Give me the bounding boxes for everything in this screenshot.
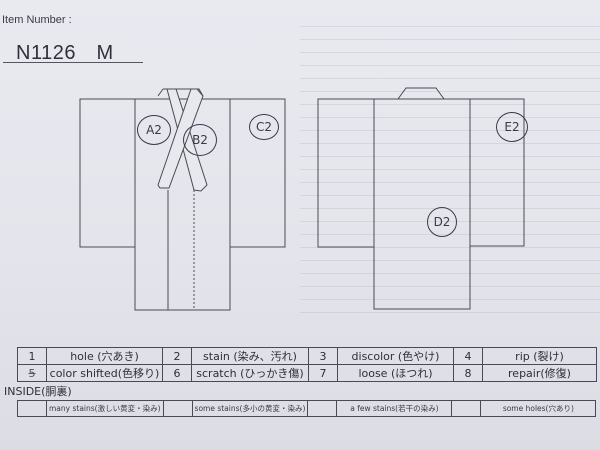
item-number-underline [3, 62, 143, 63]
item-number-value: N1126 M [16, 42, 114, 64]
inside-options-table: many stains(激しい黄変・染み) some stains(多小の黄変・… [17, 400, 597, 417]
defect-num: 1 [17, 347, 47, 365]
inside-checkbox[interactable] [451, 400, 482, 417]
show-through-background [300, 25, 600, 325]
table-row: 1 hole (穴あき) 2 stain (染み、汚れ) 3 discolor … [17, 347, 597, 365]
defect-label: color shifted(色移り) [46, 364, 163, 382]
defect-num: 2 [162, 347, 192, 365]
annotation-b2: B2 [183, 124, 217, 156]
defect-label: repair(修復) [482, 364, 597, 382]
inside-checkbox[interactable] [162, 400, 193, 417]
inside-option-label: many stains(激しい黄変・染み) [46, 400, 164, 417]
front-body [134, 98, 231, 311]
annotation-e2: E2 [496, 112, 528, 142]
defect-num: 7 [308, 364, 338, 382]
inside-checkbox[interactable] [17, 400, 47, 417]
defect-label: hole (穴あき) [46, 347, 163, 365]
inside-option-label: some holes(穴あり) [480, 400, 597, 417]
table-row: 5 color shifted(色移り) 6 scratch (ひっかき傷) 7… [17, 364, 597, 382]
defect-num: 8 [453, 364, 483, 382]
kimono-diagrams [79, 87, 525, 311]
defect-label: rip (裂け) [482, 347, 597, 365]
inside-option-label: a few stains(若干の染み) [336, 400, 453, 417]
back-left-sleeve [317, 98, 375, 248]
inside-section-title: INSIDE(胴裏) [4, 385, 72, 398]
inside-checkbox[interactable] [307, 400, 338, 417]
kimono-back-diagram [317, 87, 525, 310]
defect-num: 6 [162, 364, 192, 382]
defect-label: stain (染み、汚れ) [191, 347, 309, 365]
defect-num-struck: 5 [17, 364, 47, 382]
defect-num: 4 [453, 347, 483, 365]
defect-legend-table: 1 hole (穴あき) 2 stain (染み、汚れ) 3 discolor … [17, 347, 597, 382]
defect-label: scratch (ひっかき傷) [191, 364, 309, 382]
inside-option-label: some stains(多小の黄変・染み) [191, 400, 309, 417]
defect-label: discolor (色やけ) [337, 347, 454, 365]
annotation-a2: A2 [137, 115, 171, 145]
annotation-c2: C2 [249, 114, 279, 140]
front-left-sleeve [79, 98, 136, 248]
annotation-d2: D2 [427, 207, 457, 237]
table-row: many stains(激しい黄変・染み) some stains(多小の黄変・… [17, 400, 597, 417]
item-number-label: Item Number : [2, 14, 72, 26]
back-collar [397, 87, 445, 100]
defect-label: loose (ほつれ) [337, 364, 454, 382]
defect-num: 3 [308, 347, 338, 365]
back-body [373, 98, 471, 310]
